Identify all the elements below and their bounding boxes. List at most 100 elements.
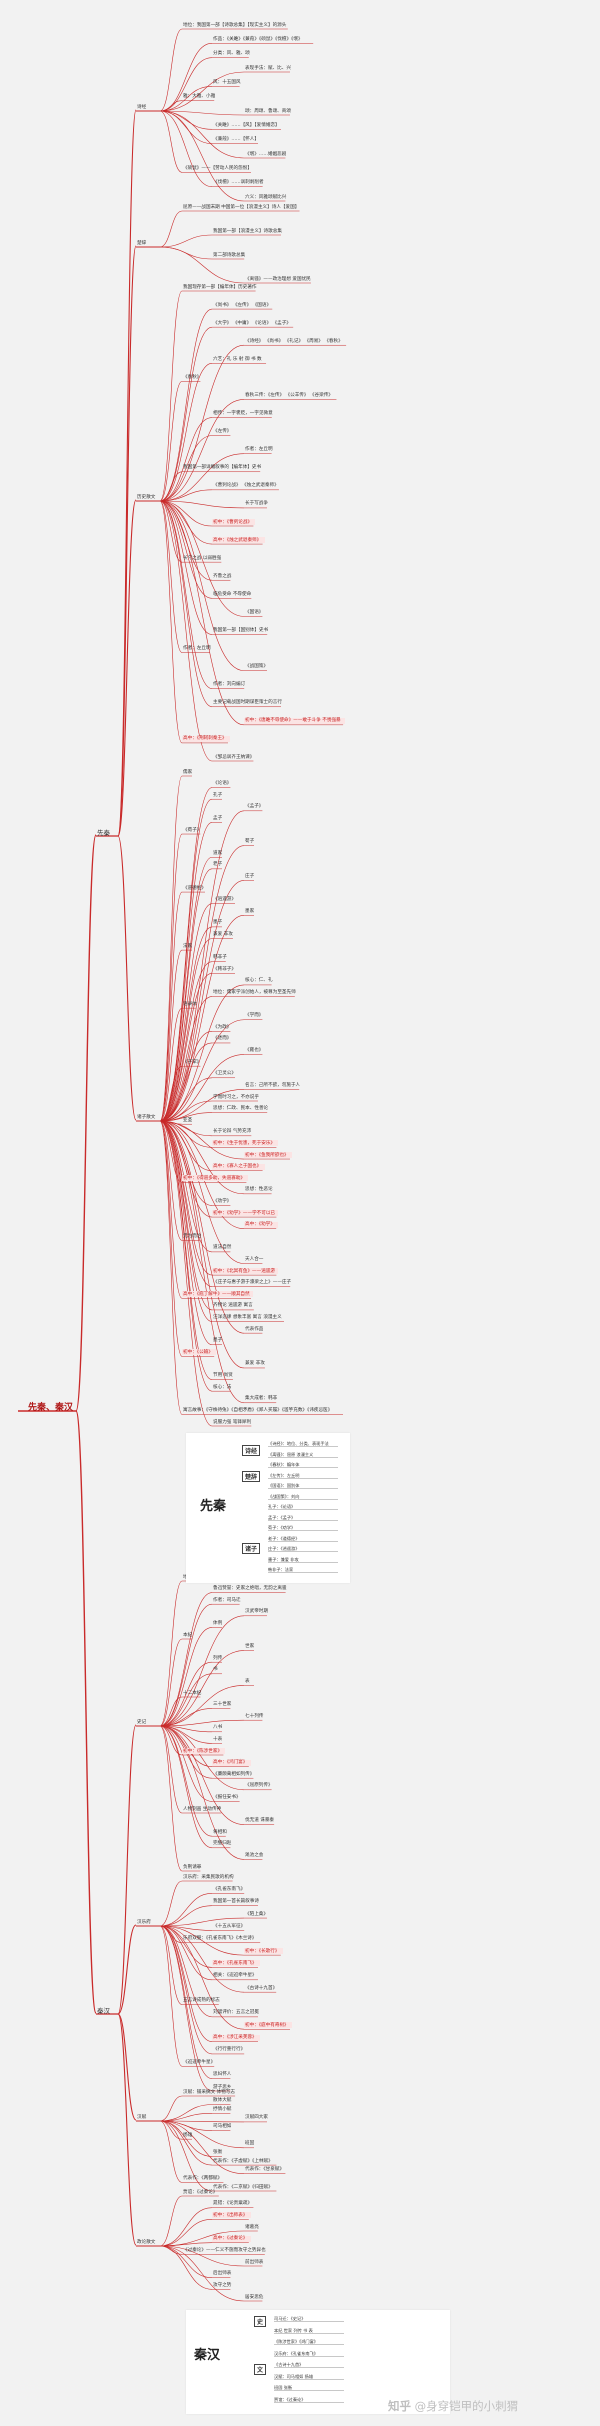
branch-link xyxy=(159,1065,183,1122)
branch-link xyxy=(159,1112,213,1122)
branch-link xyxy=(117,1724,137,2015)
branch-link xyxy=(159,246,245,284)
card-rule xyxy=(274,2367,344,2368)
card-title: 先秦 xyxy=(200,1499,227,1514)
topic-chuci: 楚辞 xyxy=(137,240,147,246)
branch-link xyxy=(159,1120,183,1357)
highlight xyxy=(182,1175,249,1182)
leaf-node: 说服力强 笔锋犀利 xyxy=(213,1419,252,1425)
branch-link xyxy=(159,810,245,1122)
leaf-node: 长于论辩 气势充沛 xyxy=(213,1129,252,1135)
branch-link xyxy=(159,1120,213,1346)
branch-link xyxy=(159,86,213,112)
branch-link xyxy=(159,1120,213,1253)
highlight xyxy=(244,1221,279,1228)
leaf-node: 兼爱 非攻 xyxy=(245,1361,265,1367)
highlight xyxy=(212,2034,260,2041)
branch-link xyxy=(159,1725,245,1791)
leaf-node: 老子 xyxy=(213,862,223,868)
leaf-node: 初中：《公输》 xyxy=(183,1349,213,1355)
card-line: 孟子：《孟子》 xyxy=(268,1514,296,1520)
card-line: 贾谊：《过秦论》 xyxy=(274,2396,306,2402)
branch-link xyxy=(159,1615,245,1727)
branch-link xyxy=(159,489,213,502)
leaf-node: 代表作：《甘泉赋》 xyxy=(245,2167,285,2173)
leaf-node: 高中：《鸿门宴》 xyxy=(213,1760,248,1766)
branch-link xyxy=(159,856,213,1122)
leaf-node: 《过秦论》——仁义不施而攻守之势异也 xyxy=(183,2247,266,2253)
branch-link xyxy=(159,833,183,1122)
branch-link xyxy=(159,903,213,1122)
branch-link xyxy=(159,996,213,1122)
leaf-node: 《廉颇蔺相如列传》 xyxy=(213,1771,255,1777)
leaf-node: 居安思危 xyxy=(245,2294,264,2300)
leaf-node: 《硕鼠》——【劳动人民的怨恨】 xyxy=(183,165,252,171)
leaf-node: 七十列传 xyxy=(245,1713,264,1719)
leaf-node: 儒家 xyxy=(183,769,193,775)
highlight xyxy=(182,1349,217,1356)
branch-link xyxy=(159,500,213,762)
card-line: 《诗经》：地位、分类、表现手法 xyxy=(268,1441,329,1446)
card-line: 汉乐府：《孔雀东南飞》 xyxy=(274,2350,318,2356)
leaf-node: 高中：《涉江采芙蓉》 xyxy=(213,2035,257,2041)
leaf-node: 汉乐府：采集民歌的机构 xyxy=(183,1874,234,1880)
leaf-node: 风：十五国风 xyxy=(213,79,241,85)
highlight xyxy=(212,1759,251,1766)
leaf-node: 主要记载战国时期谋臣策士的言行 xyxy=(213,700,282,706)
branch-link xyxy=(159,1592,213,1727)
leaf-node: 《孟子》 xyxy=(245,804,264,810)
branch-link xyxy=(159,868,213,1122)
branch-link xyxy=(159,1019,245,1122)
card-box-wen: 文 xyxy=(254,2364,267,2375)
card-box-zhuzi: 诸子 xyxy=(242,1543,261,1554)
branch-link xyxy=(159,1725,245,1825)
leaf-node: 初中：《曹刿论战》 xyxy=(213,519,253,525)
leaf-node: 后出师表 xyxy=(213,2271,232,2277)
branch-link xyxy=(159,344,245,502)
leaf-node: 《离骚》——政治理想 爱国忧民 xyxy=(245,276,311,282)
leaf-node: 齐物论 逍遥游 寓言 xyxy=(213,1303,253,1309)
leaf-node: 五言诗成熟的标志 xyxy=(183,1998,220,2004)
card-rule xyxy=(268,1488,338,1489)
branch-link xyxy=(159,363,213,502)
leaf-node: 颂：周颂、鲁颂、商颂 xyxy=(245,108,291,114)
leaf-node: 《为政》 xyxy=(213,1024,232,1030)
branch-link xyxy=(159,1673,213,1727)
leaf-node: 法家 xyxy=(183,943,193,949)
branch-link xyxy=(159,471,183,502)
card-rule xyxy=(268,1519,338,1521)
branch-link xyxy=(159,1925,245,1993)
topic-history: 历史散文 xyxy=(137,494,156,500)
leaf-node: 初中：《庭中有奇树》 xyxy=(245,2022,289,2028)
leaf-node: 长于写战争 xyxy=(245,501,268,507)
watermark-text: @身穿铠甲的小刺猬 xyxy=(414,2399,519,2413)
leaf-node: 诸葛亮 xyxy=(245,2224,259,2230)
branch-link xyxy=(159,775,183,1122)
branch-link xyxy=(159,1120,213,1322)
branch-link xyxy=(159,2120,245,2123)
leaf-node: 名言：己所不欲，勿施于人 xyxy=(245,1082,301,1088)
card-rule xyxy=(268,1477,338,1479)
leaf-node: 高中：《劝学》 xyxy=(245,1222,275,1228)
leaf-node: 高中：《孔雀东南飞》 xyxy=(213,1960,257,1966)
leaf-node: 《诗经》 《尚书》 《礼记》 《周易》 《春秋》 xyxy=(245,338,343,344)
leaf-node: 《古诗十九首》 xyxy=(245,1985,278,1991)
branch-link xyxy=(159,1100,213,1122)
branch-link xyxy=(117,835,137,1121)
leaf-node: 书 xyxy=(213,1667,218,1673)
highlight xyxy=(212,537,265,544)
branch-link xyxy=(159,1650,245,1727)
branch-link xyxy=(159,1925,213,2092)
topic-shijing: 诗经 xyxy=(137,104,147,110)
card-rule xyxy=(268,1446,338,1447)
branch-link xyxy=(159,2120,213,2192)
leaf-node: 《论语》 xyxy=(213,781,232,787)
branch-link xyxy=(159,500,245,726)
branch-link xyxy=(159,1725,183,1814)
leaf-node: 晁错：《论贵粟疏》 xyxy=(213,2201,253,2207)
branch-link xyxy=(159,798,213,1122)
leaf-node: 《邹忌讽齐王纳谏》 xyxy=(213,754,255,760)
branch-link xyxy=(159,2095,183,2122)
branch-link xyxy=(159,1725,245,1860)
branch-link xyxy=(159,1708,213,1727)
